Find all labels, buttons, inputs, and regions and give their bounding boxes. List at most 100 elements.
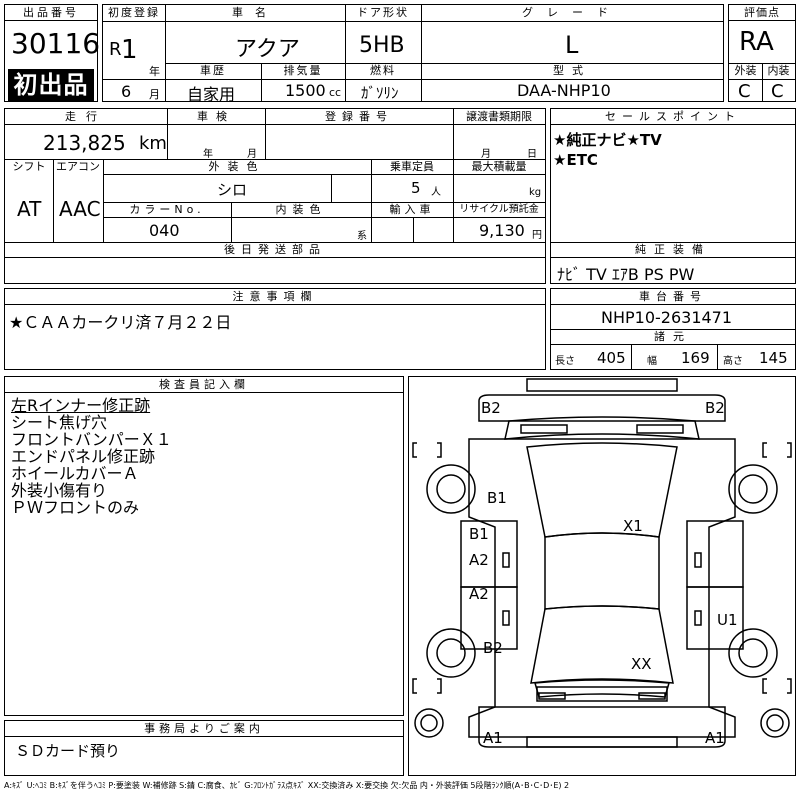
recycle: 9,130 [479,221,525,240]
history: 自家用 [187,85,236,104]
length-label: 長さ [555,356,575,367]
door-type: 5HB [359,33,405,58]
door-label: ドア形状 [357,6,409,19]
chassis-label: 車台番号 [551,289,795,305]
color-no-label: カラーNo. [129,203,205,216]
inspection-label: 車検 [197,110,235,123]
mileage-label: 走行 [65,110,107,123]
inspector-line: ホイールカバーＡ [11,464,139,483]
equipment: ﾅﾋﾞ TV ｴｱB PS PW [557,265,695,284]
displacement-unit: cc [329,86,342,99]
damage-mark: B2 [483,639,503,657]
interior-grade: C [771,81,784,102]
damage-mark: B2 [481,399,501,417]
inspector-label: 検査員記入欄 [5,377,403,393]
score-block: 評価点 RA 外装 内装 C C [728,4,796,102]
damage-mark: U1 [717,611,738,629]
max-load-unit: kg [529,187,542,198]
sales-block: セールスポイント ★純正ナビ★TV ★ETC 純正装備 ﾅﾋﾞ TV ｴｱB P… [550,108,796,284]
color-no: 040 [149,221,180,240]
shift-label: シフト [12,160,46,173]
year-unit: 年 [149,65,160,78]
lot-number: 30116 [11,27,101,60]
insp-month-unit: 月 [247,149,257,160]
era: R [109,39,122,60]
mileage-unit: km [139,133,167,154]
sales-line-1: ★純正ナビ★TV [553,131,662,149]
ext-color: シロ [217,181,248,199]
damage-mark: XX [631,655,652,673]
office-block: 事務局よりご案内 ＳＤカード預り [4,720,404,776]
damage-mark: A1 [483,729,503,747]
capacity: 5 [411,179,421,197]
interior-label: 内装 [767,64,790,77]
damage-mark: A2 [469,551,489,569]
mileage: 213,825 [43,131,126,155]
recycle-label: リサイクル預託金 [459,204,539,215]
history-label: 車歴 [200,64,226,77]
chassis-number: NHP10-2631471 [601,308,733,327]
transfer-label: 譲渡書類期限 [466,110,532,123]
notes-block: 注意事項欄 ★ＣＡＡカークリ済７月２２日 [4,288,546,370]
month-unit: 月 [149,88,160,101]
ac-label: エアコン [56,160,100,173]
car-diagram-block: B2 B2 B1 B1 A2 X1 A2 U1 B2 XX A1 A1 [408,376,796,776]
damage-mark: B1 [487,489,507,507]
ext-color-label: 外装色 [208,160,266,173]
width-label: 幅 [647,356,657,367]
reg-no-label: 登録番号 [325,110,393,123]
model-label: 型式 [553,64,591,77]
chassis-block: 車台番号 NHP10-2631471 諸元 長さ 405 幅 169 高さ 14… [550,288,796,370]
shift: AT [17,197,42,221]
damage-mark: A1 [705,729,725,747]
details-block: 走行 車検 登録番号 譲渡書類期限 213,825 km 年 月 月 日 シフト… [4,108,546,284]
inspector-line: ＰＷフロントのみ [11,498,140,517]
width: 169 [681,349,710,367]
displacement: 1500 [285,81,326,100]
damage-mark: X1 [623,517,643,535]
inspector-block: 検査員記入欄 左Rインナー修正跡 シート焦げ穴 フロントバンパーＸ１ エンドパネ… [4,376,404,716]
dims-label: 諸元 [654,330,692,343]
vehicle-info-block: 初度登録 車名 ドア形状 グレード R 1 年 アクア 5HB L 車歴 排気量… [102,4,724,104]
int-color-label: 内装色 [275,203,327,216]
damage-mark: A2 [469,585,489,603]
car-name: アクア [235,37,300,62]
grade-label: グレード [522,6,622,19]
model: DAA-NHP10 [517,81,611,100]
car-name-label: 車名 [232,6,278,19]
office-value: ＳＤカード預り [15,742,121,760]
first-reg-label: 初度登録 [108,6,160,19]
max-load-label: 最大積載量 [471,160,527,173]
fuel-label: 燃料 [370,64,396,77]
inspector-line: エンドパネル修正跡 [11,447,156,466]
legend: A:ｷｽﾞ U:ﾍｺﾐ B:ｷｽﾞを伴うﾍｺﾐ P:要塗装 W:補修跡 S:錆 … [4,781,570,790]
sales-label: セールスポイント [551,109,795,125]
first-reg-year: 1 [121,35,138,65]
int-color-unit: 系 [357,231,367,242]
lot-label: 出品番号 [5,5,97,21]
damage-mark: B2 [705,399,725,417]
exterior-grade: C [738,81,751,102]
notes-value: ★ＣＡＡカークリ済７月２２日 [9,313,232,332]
fuel: ｶﾞｿﾘﾝ [361,84,399,102]
height: 145 [759,349,788,367]
later-parts-label: 後日発送部品 [224,243,326,256]
inspector-line: 左Rインナー修正跡 [11,396,151,415]
import-label: 輸入車 [389,203,435,216]
equipment-label: 純正装備 [635,243,711,256]
damage-mark: B1 [469,525,489,543]
notes-label: 注意事項欄 [5,289,545,305]
first-reg-month: 6 [121,82,132,101]
sales-line-2: ★ETC [553,151,598,169]
first-listing-badge: 初出品 [8,69,94,101]
score-label: 評価点 [729,5,795,21]
transfer-month: 月 [481,149,491,160]
capacity-label: 乗車定員 [390,160,434,173]
length: 405 [597,349,626,367]
lot-block: 出品番号 30116 初出品 [4,4,101,102]
inspector-line: フロントバンパーＸ１ [11,430,172,449]
recycle-unit: 円 [532,230,542,241]
car-diagram [412,378,792,748]
height-label: 高さ [723,356,743,367]
displacement-label: 排気量 [283,64,323,77]
